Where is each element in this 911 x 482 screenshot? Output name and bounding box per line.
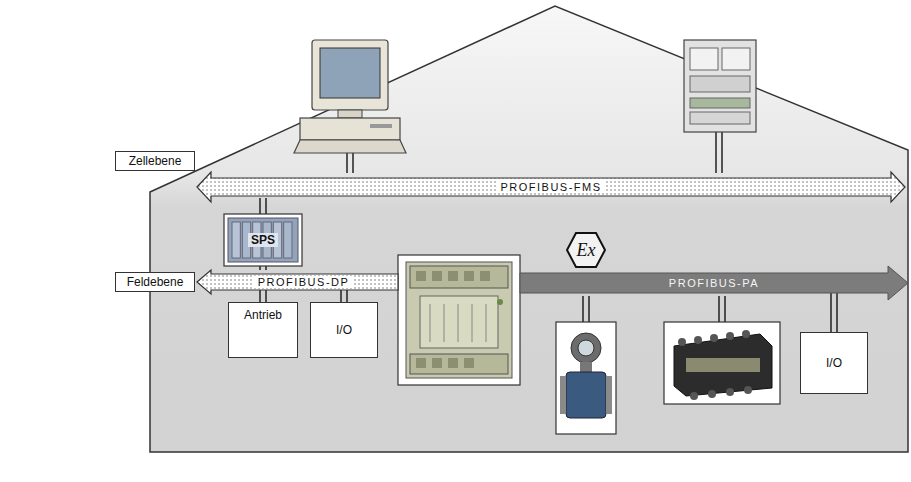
device-box: Antrieb — [228, 302, 298, 358]
bus-band: PROFIBUS-FMS — [197, 172, 905, 202]
level-name: Feldebene — [127, 275, 184, 289]
bus-connector — [341, 290, 347, 302]
ex-symbol: Ex — [566, 232, 606, 268]
device-box: I/O — [800, 332, 868, 394]
device-label: Ex — [577, 240, 596, 261]
plc-box: SPS — [224, 214, 302, 266]
flowmeter-illustration — [556, 296, 616, 434]
house-outline — [150, 6, 908, 452]
bus-name: PROFIBUS-PA — [665, 277, 763, 289]
device-label: SPS — [248, 233, 278, 247]
bus-band: PROFIBUS-DP — [197, 270, 398, 294]
level-label: Feldebene — [115, 272, 195, 292]
bus-connector — [831, 292, 837, 332]
computer-illustration — [294, 40, 406, 173]
device-box: I/O — [310, 302, 378, 358]
level-label: Zellebene — [115, 151, 195, 171]
server-illustration — [684, 40, 756, 173]
bus-band: PROFIBUS-PA — [520, 270, 908, 296]
device-label: I/O — [826, 356, 842, 370]
device-label: Antrieb — [244, 308, 282, 322]
bus-connector — [260, 198, 266, 214]
bus-name: PROFIBUS-FMS — [496, 181, 605, 193]
level-name: Zellebene — [129, 154, 182, 168]
coupler-illustration — [398, 255, 520, 385]
bus-connector — [260, 290, 266, 302]
bus-connector — [260, 266, 266, 270]
device-label: I/O — [336, 323, 352, 337]
bus-name: PROFIBUS-DP — [254, 276, 354, 288]
junction-box-illustration — [664, 296, 780, 404]
